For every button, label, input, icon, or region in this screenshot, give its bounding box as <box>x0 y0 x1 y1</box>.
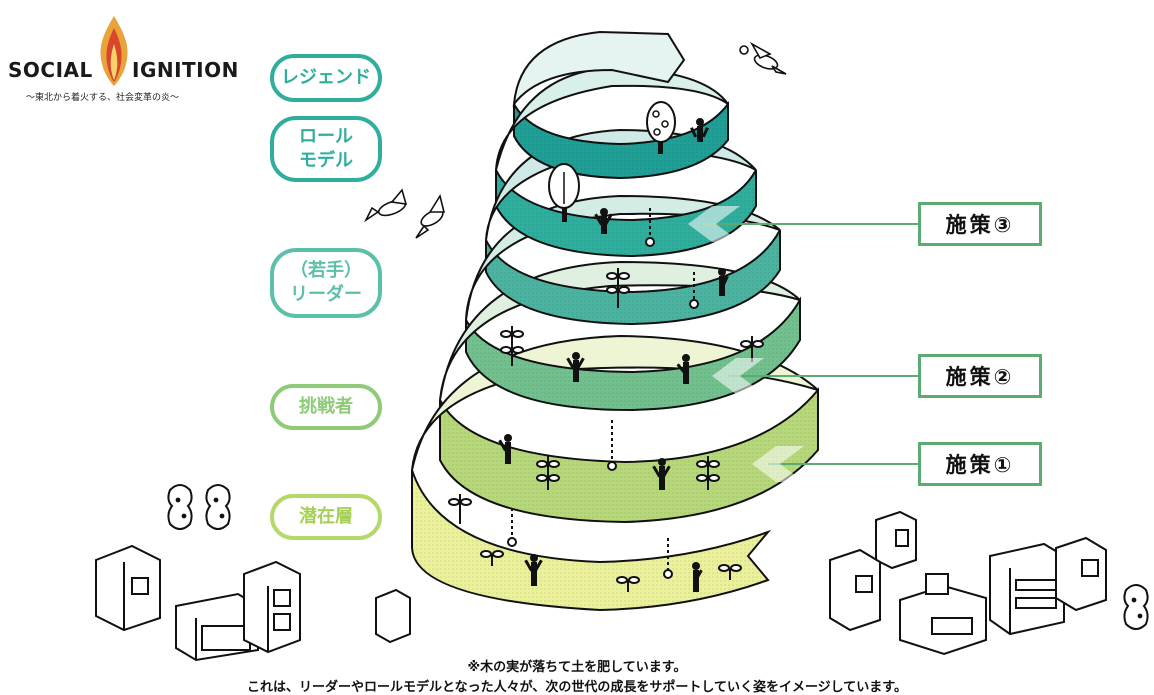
measure-box-2: 施策② <box>918 354 1042 398</box>
footnote-line-1: ※木の実が落ちて土を肥しています。 <box>467 660 687 675</box>
stage-pill-line: レジェンド <box>281 67 371 88</box>
stage-pill-young-leader: （若手） リーダー <box>270 248 382 318</box>
measure-label: 施策③ <box>945 213 1015 237</box>
sprout-icon <box>616 576 640 592</box>
nut-icon <box>205 484 231 530</box>
sprout-icon <box>448 494 472 524</box>
person-icon <box>566 352 585 382</box>
person-icon <box>652 458 671 490</box>
sprout-icon <box>536 456 560 490</box>
nut-icon <box>167 484 193 530</box>
bird-icon <box>739 41 787 75</box>
stage-pill-line: （若手） <box>290 260 362 281</box>
nut-icon <box>1123 584 1149 630</box>
stage-pill-potential: 潜在層 <box>270 494 382 540</box>
stage-pill-line: ロール <box>299 126 353 147</box>
person-icon <box>524 554 543 586</box>
flame-icon <box>100 16 128 86</box>
sprout-icon <box>480 550 504 566</box>
footnote-line-2: これは、リーダーやロールモデルとなった人々が、次の世代の成長をサポートしていく姿… <box>246 680 907 695</box>
tree-icon <box>548 163 580 222</box>
buildings-left <box>95 544 411 662</box>
stage-pill-challenger: 挑戦者 <box>270 384 382 430</box>
stage-pill-legend: レジェンド <box>270 54 382 102</box>
measure-box-3: 施策③ <box>918 202 1042 246</box>
sprout-icon <box>500 326 524 366</box>
buildings-right <box>829 510 1107 656</box>
measure-label: 施策② <box>945 365 1015 389</box>
person-icon <box>690 118 709 142</box>
person-icon <box>594 208 613 234</box>
person-icon <box>676 354 690 384</box>
person-icon <box>692 562 703 592</box>
person-icon <box>718 268 729 296</box>
person-icon <box>498 434 512 464</box>
bird-icon <box>415 193 446 239</box>
sprout-icon <box>696 456 720 490</box>
stage-pill-line: モデル <box>299 150 353 171</box>
measure-arrows <box>688 206 804 482</box>
spiral-layer-top <box>495 30 729 180</box>
falling-nut-line <box>507 208 699 579</box>
bird-icon <box>363 188 408 223</box>
logo-word-left: SOCIAL <box>8 58 93 82</box>
social-ignition-logo: SOCIAL IGNITION 〜東北から着火する、社会変革の炎〜 <box>8 14 240 106</box>
measure-connectors <box>702 223 918 465</box>
stage-pill-line: 潜在層 <box>299 506 353 527</box>
stage-pill-line: 挑戦者 <box>299 396 353 417</box>
measure-label: 施策① <box>945 453 1015 477</box>
logo-word-right: IGNITION <box>132 58 239 82</box>
spiral-layer-bottom <box>411 469 772 612</box>
stage-pill-role-model: ロール モデル <box>270 116 382 182</box>
tree-icon <box>646 101 676 154</box>
sprout-icon <box>606 268 630 308</box>
stage-pill-line: リーダー <box>290 284 362 305</box>
logo-tagline: 〜東北から着火する、社会変革の炎〜 <box>26 93 180 103</box>
measure-box-1: 施策① <box>918 442 1042 486</box>
sprout-icon <box>740 336 764 362</box>
sprout-icon <box>718 564 742 580</box>
